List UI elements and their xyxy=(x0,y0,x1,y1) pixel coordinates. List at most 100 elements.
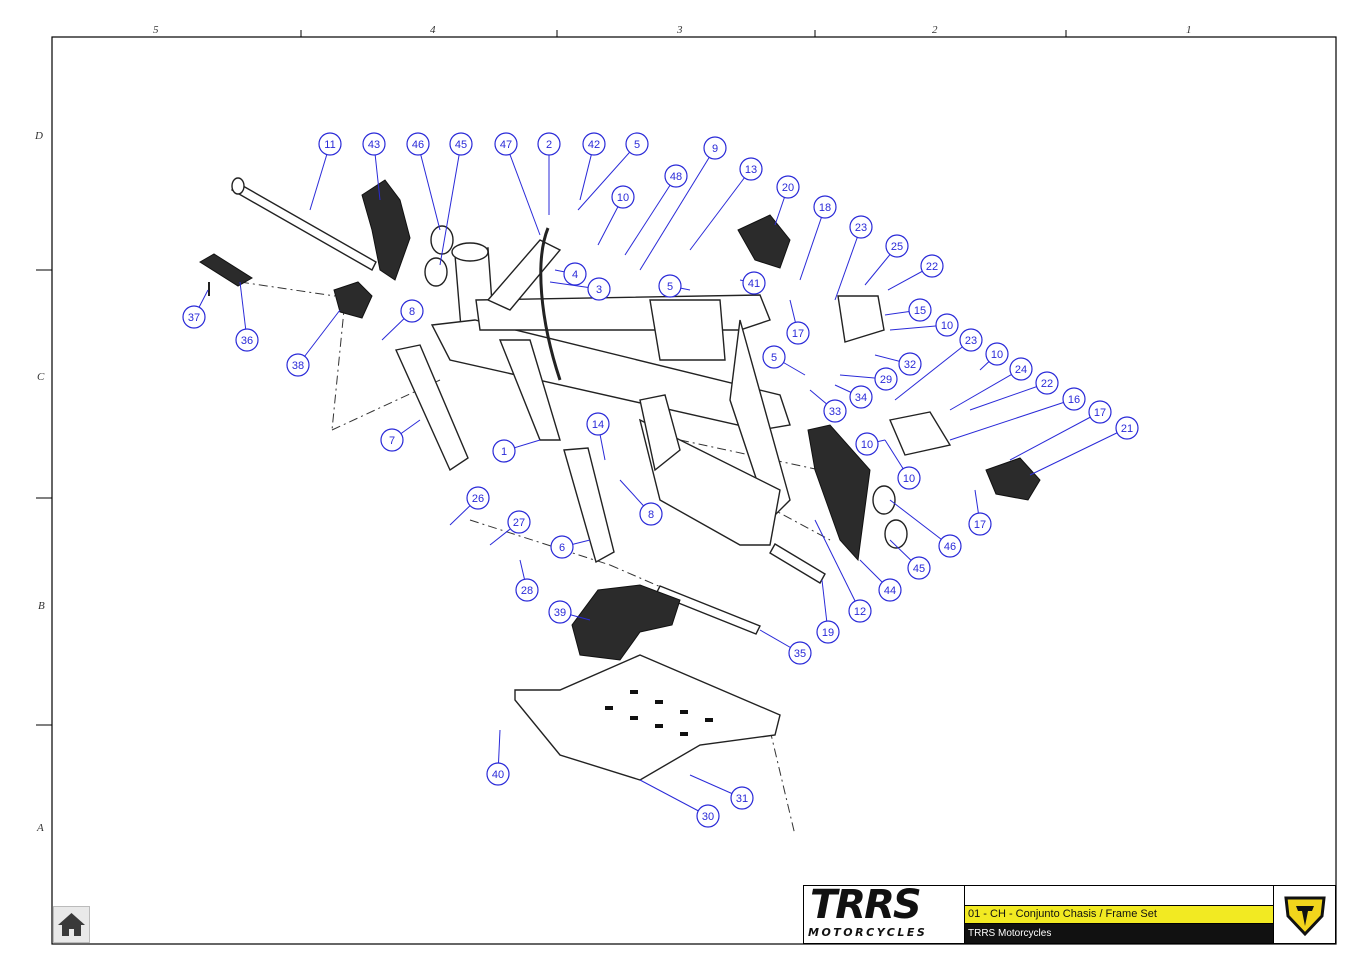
callout-balloon: 46 xyxy=(406,132,430,156)
callout-circle xyxy=(703,136,727,160)
block-38 xyxy=(333,281,373,319)
callout-number: 5 xyxy=(634,139,640,151)
callout-circle xyxy=(878,578,902,602)
bracket-15 xyxy=(837,295,885,343)
callout-number: 39 xyxy=(554,607,566,619)
callout-number: 9 xyxy=(712,143,718,155)
leader-line xyxy=(834,226,862,301)
callout-circle xyxy=(563,262,587,286)
callout-balloon: 35 xyxy=(788,641,812,665)
callout-number: 30 xyxy=(702,811,714,823)
bracket-16 xyxy=(889,411,952,456)
callout-balloon: 4 xyxy=(563,262,587,286)
home-button[interactable] xyxy=(53,906,90,943)
callout-circle xyxy=(548,600,572,624)
callout-number: 8 xyxy=(409,306,415,318)
callout-balloon: 15 xyxy=(908,298,932,322)
callout-balloon: 39 xyxy=(548,600,572,624)
callout-balloon: 20 xyxy=(776,175,800,199)
leader-line xyxy=(814,519,861,612)
callout-number: 3 xyxy=(596,284,602,296)
plate-6 xyxy=(563,447,615,564)
footpeg-21 xyxy=(985,457,1041,501)
callout-number: 1 xyxy=(501,446,507,458)
callout-circle xyxy=(664,164,688,188)
grid-ticks xyxy=(36,30,1067,726)
callout-circle xyxy=(776,175,800,199)
callout-number: 28 xyxy=(521,585,533,597)
callout-balloon: 28 xyxy=(515,578,539,602)
trrs-emblem-graphic xyxy=(1284,896,1326,937)
callout-number: 17 xyxy=(792,328,804,340)
callout-circle xyxy=(515,578,539,602)
callout-circle xyxy=(380,428,404,452)
callout-number: 15 xyxy=(914,305,926,317)
callout-circle xyxy=(235,328,259,352)
callout-balloon: 7 xyxy=(380,428,404,452)
callout-number: 35 xyxy=(794,648,806,660)
row-label: C xyxy=(37,371,45,383)
callout-balloon: 14 xyxy=(586,412,610,436)
callout-number: 23 xyxy=(855,222,867,234)
callout-number: 42 xyxy=(588,139,600,151)
title-block: TRRS MOTORCYCLES 01 - CH - Conjunto Chas… xyxy=(803,882,1336,944)
column-label: 1 xyxy=(1186,24,1192,36)
leader-line xyxy=(639,779,709,817)
callout-number: 48 xyxy=(670,171,682,183)
callout-balloon: 34 xyxy=(849,385,873,409)
callout-circle xyxy=(466,486,490,510)
leader-line xyxy=(439,143,462,266)
callout-circle xyxy=(696,804,720,828)
callout-balloon: 5 xyxy=(762,345,786,369)
company-name: TRRS Motorcycles xyxy=(965,924,1273,943)
callout-balloon: 17 xyxy=(786,321,810,345)
column-label: 5 xyxy=(153,24,159,36)
logo-text: TRRS xyxy=(810,882,922,928)
callout-circle xyxy=(1035,371,1059,395)
callout-number: 13 xyxy=(745,164,757,176)
row-label: D xyxy=(35,130,43,142)
callout-circle xyxy=(639,502,663,526)
callout-balloon: 23 xyxy=(849,215,873,239)
leader-line xyxy=(505,143,541,236)
callout-number: 5 xyxy=(771,352,777,364)
callout-circle xyxy=(406,132,430,156)
callout-balloon: 36 xyxy=(235,328,259,352)
callout-circle xyxy=(786,321,810,345)
callout-number: 19 xyxy=(822,627,834,639)
row-label: A xyxy=(37,822,44,834)
callout-circle xyxy=(742,271,766,295)
cover-44 xyxy=(807,424,871,562)
home-icon xyxy=(58,913,85,936)
callout-balloon: 17 xyxy=(1088,400,1112,424)
callout-number: 31 xyxy=(736,793,748,805)
callout-number: 11 xyxy=(324,139,335,151)
callout-number: 12 xyxy=(854,606,866,618)
callout-circle xyxy=(449,132,473,156)
callout-balloon: 37 xyxy=(182,305,206,329)
callout-circle xyxy=(507,510,531,534)
callout-balloon: 22 xyxy=(920,254,944,278)
callout-balloon: 10 xyxy=(935,313,959,337)
callout-number: 32 xyxy=(904,359,916,371)
callout-circle xyxy=(1062,387,1086,411)
callout-balloon: 43 xyxy=(362,132,386,156)
callout-circle xyxy=(182,305,206,329)
callout-balloon: 30 xyxy=(696,804,720,828)
axle-19 xyxy=(769,543,826,584)
callout-circle xyxy=(586,412,610,436)
callout-number: 34 xyxy=(855,392,867,404)
callout-number: 22 xyxy=(926,261,938,273)
callout-number: 40 xyxy=(492,769,504,781)
callout-number: 36 xyxy=(241,335,253,347)
callout-balloon: 3 xyxy=(587,277,611,301)
callout-balloon: 19 xyxy=(816,620,840,644)
callout-circle xyxy=(788,641,812,665)
callout-circle xyxy=(494,132,518,156)
leader-line xyxy=(577,143,638,211)
callout-balloon: 16 xyxy=(1062,387,1086,411)
callout-balloon: 32 xyxy=(898,352,922,376)
callout-circle xyxy=(486,762,510,786)
trrs-emblem-icon xyxy=(1273,886,1336,943)
callout-circle xyxy=(855,432,879,456)
